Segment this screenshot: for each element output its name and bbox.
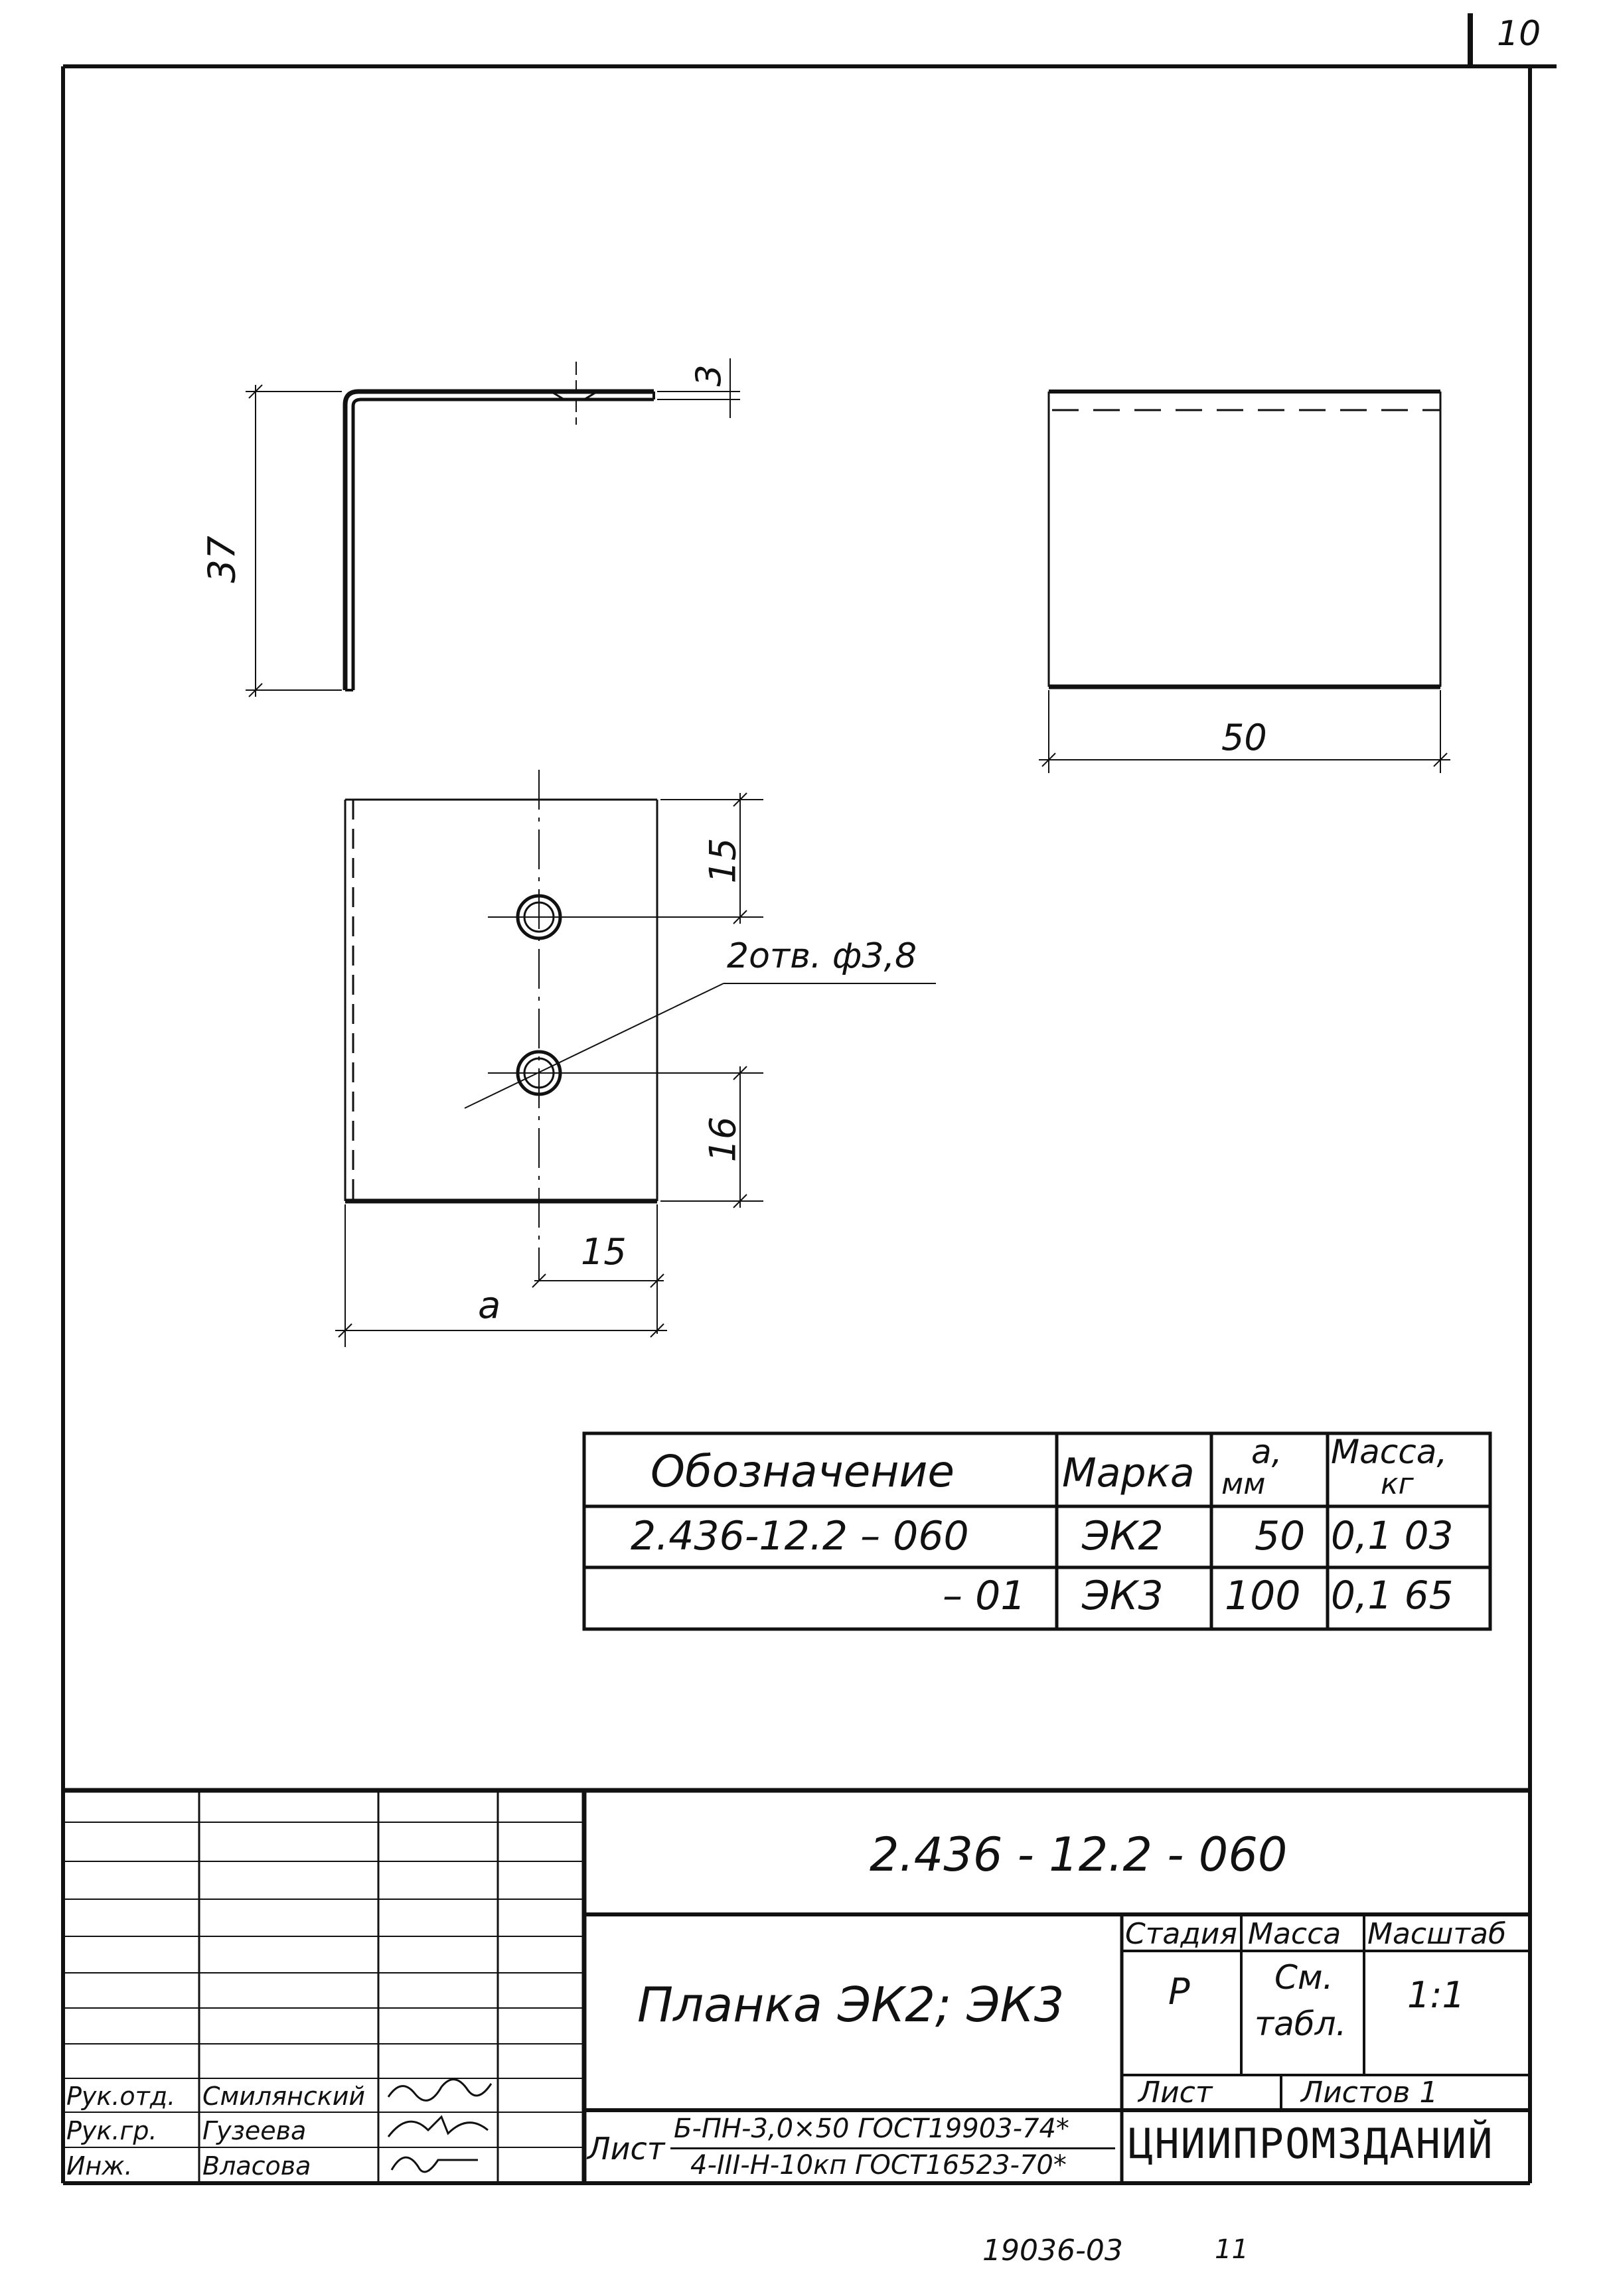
table-header-mass-unit: кг xyxy=(1381,1467,1414,1501)
table-row-1-designation: 2.436-12.2 – 060 xyxy=(631,1513,969,1559)
table-header-mass: Масса, xyxy=(1331,1433,1448,1471)
sheet-reference: 11 xyxy=(1215,2234,1249,2265)
dim-3: 3 xyxy=(689,364,729,387)
mass-value-line2: табл. xyxy=(1255,2005,1347,2043)
table-header-a: a, xyxy=(1251,1433,1282,1471)
signatures xyxy=(387,2078,493,2173)
table-header-mark: Марка xyxy=(1062,1450,1195,1496)
scale-label: Масштаб xyxy=(1367,1917,1507,1951)
document-code: 2.436 - 12.2 - 060 xyxy=(870,1828,1288,1882)
stage-value: Р xyxy=(1168,1971,1190,2013)
spec-table-grid xyxy=(582,1431,1492,1631)
plate-plan-view xyxy=(335,770,936,1347)
person-role-1: Рук.отд. xyxy=(66,2082,176,2111)
table-row-2-mass: 0,1 65 xyxy=(1331,1573,1454,1618)
archive-number: 19036-03 xyxy=(982,2234,1123,2267)
person-name-2: Гузеева xyxy=(202,2116,307,2145)
material-prefix: Лист xyxy=(587,2131,665,2167)
plate-front-view xyxy=(1039,390,1450,773)
table-row-2-mark: ЭК3 xyxy=(1082,1573,1164,1619)
dim-15-bottom: 15 xyxy=(581,1231,627,1273)
dim-16: 16 xyxy=(702,1116,744,1163)
stage-label: Стадия xyxy=(1125,1917,1237,1951)
part-title: Планка ЭК2; ЭК3 xyxy=(637,1977,1065,2033)
page-number: 10 xyxy=(1497,14,1541,54)
holes-note: 2отв. ф3,8 xyxy=(727,936,917,976)
material-top: Б-ПН-3,0×50 ГОСТ19903-74* xyxy=(674,2114,1069,2144)
material-bottom: 4-III-Н-10кп ГОСТ16523-70* xyxy=(690,2150,1067,2181)
table-row-1-mark: ЭК2 xyxy=(1082,1513,1164,1559)
sheet-label: Лист xyxy=(1138,2076,1213,2110)
table-row-1-a: 50 xyxy=(1255,1513,1306,1559)
scale-value: 1:1 xyxy=(1407,1974,1465,2016)
sheets-label: Листов 1 xyxy=(1301,2076,1438,2110)
person-name-3: Власова xyxy=(202,2151,311,2181)
table-row-2-a: 100 xyxy=(1225,1573,1301,1619)
table-header-a-unit: мм xyxy=(1221,1467,1266,1501)
dim-37: 37 xyxy=(200,536,244,583)
person-role-3: Инж. xyxy=(66,2151,133,2181)
material-fraction-line xyxy=(670,2147,1115,2149)
mass-label: Масса xyxy=(1248,1917,1341,1951)
organization: ЦНИИПРОМЗДАНИЙ xyxy=(1128,2119,1494,2168)
angle-profile-view xyxy=(246,358,740,697)
table-row-1-mass: 0,1 03 xyxy=(1331,1513,1454,1558)
dim-50: 50 xyxy=(1221,717,1267,758)
person-name-1: Смилянский xyxy=(202,2082,366,2111)
dim-a: a xyxy=(478,1284,501,1327)
table-header-designation: Обозначение xyxy=(650,1446,955,1497)
mass-value-line1: См. xyxy=(1274,1958,1334,1997)
table-row-2-designation: – 01 xyxy=(943,1573,1026,1619)
title-block-grid xyxy=(63,1788,1530,2183)
person-role-2: Рук.гр. xyxy=(66,2116,157,2145)
dim-15-top: 15 xyxy=(702,837,744,884)
